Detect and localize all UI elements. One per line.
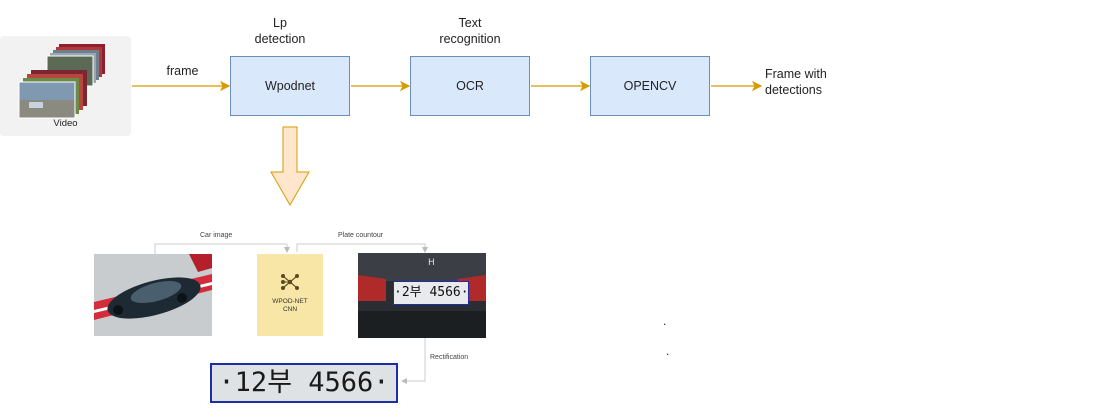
wpodnet-box: Wpodnet bbox=[230, 56, 350, 116]
car-image-label: Car image bbox=[200, 232, 233, 239]
wpod-net-cnn-label: WPOD-NET CNN bbox=[272, 298, 308, 313]
plate-contour-label: Plate countour bbox=[338, 232, 384, 239]
opencv-box: OPENCV bbox=[590, 56, 710, 116]
output-edge-label: Frame with detections bbox=[765, 67, 827, 97]
car-image bbox=[94, 254, 212, 336]
stray-dot-2: . bbox=[666, 344, 670, 358]
video-label: Video bbox=[53, 118, 78, 129]
connector-plate-contour bbox=[296, 243, 428, 253]
stage-title-text-recognition: Text recognition bbox=[439, 16, 501, 46]
frame-stack-front bbox=[18, 70, 87, 119]
svg-text:H: H bbox=[428, 258, 435, 268]
car-rear-image: H ·2부 4566· bbox=[358, 253, 486, 338]
frame-edge-label: frame bbox=[166, 64, 199, 78]
plate-contour-small: ·2부 4566· bbox=[393, 281, 469, 305]
wpod-net-cnn-card: WPOD-NET CNN bbox=[257, 254, 323, 336]
rectified-plate-image: ·12부 4566· bbox=[210, 363, 398, 403]
neural-network-icon bbox=[281, 274, 299, 290]
connector-rectification bbox=[401, 338, 426, 384]
stage-title-lp-detection: Lp detection bbox=[254, 16, 306, 46]
stray-dot-1: . bbox=[663, 314, 667, 328]
car-rear-photo: H bbox=[358, 253, 486, 338]
expand-down-arrow bbox=[270, 126, 310, 207]
rectification-label: Rectification bbox=[430, 354, 469, 361]
ocr-box: OCR bbox=[410, 56, 530, 116]
connector-car-image bbox=[154, 243, 290, 254]
video-frames-icon bbox=[18, 44, 105, 119]
video-source-card: Video bbox=[0, 36, 131, 136]
